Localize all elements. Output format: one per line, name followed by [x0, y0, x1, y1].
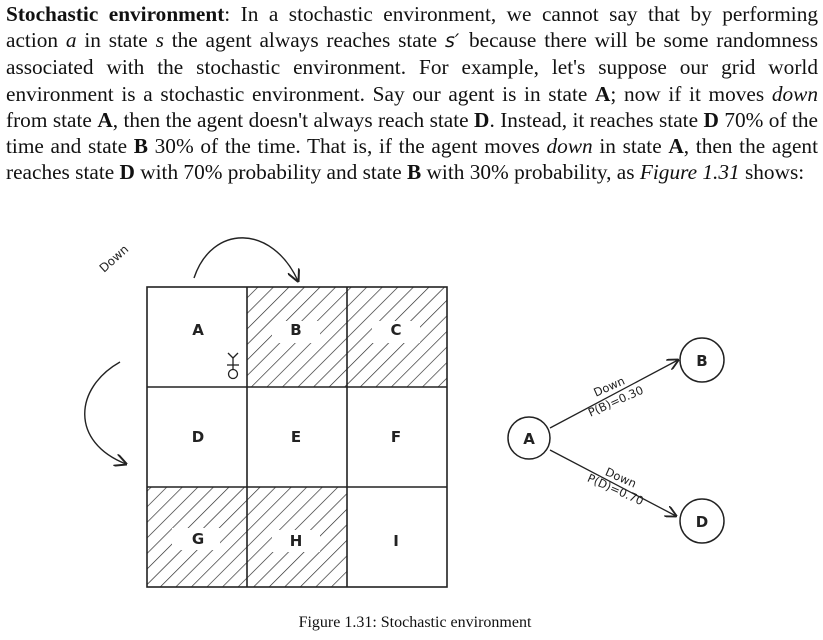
- cell-label-e: E: [291, 428, 301, 446]
- text-run: , then the agent doesn't always reach st…: [112, 107, 475, 132]
- text-run: : In a stochastic environment, we cannot…: [6, 2, 818, 53]
- bold-state: B: [406, 160, 422, 185]
- text-run: . Instead, it reaches state: [489, 107, 704, 132]
- bold-state: D: [119, 160, 135, 185]
- term-bold: Stochastic environment: [6, 2, 225, 26]
- move-arrow-top: [193, 237, 298, 281]
- transition-tree: A B D Down P(B)=0.30 Down P(D)=0.70: [507, 337, 725, 544]
- italic-state: s: [155, 28, 164, 53]
- italic-action: down: [771, 81, 818, 106]
- text-run: 70% of the time and state: [6, 107, 818, 159]
- text-run: ; now if it moves: [610, 81, 772, 106]
- text-run: , then the agent reaches state: [6, 134, 818, 185]
- text-run: shows:: [739, 160, 805, 185]
- cell-label-f: F: [391, 428, 401, 446]
- node-root-label: A: [523, 430, 535, 448]
- text-run: because there will be some randomness as…: [6, 28, 818, 106]
- bold-state: A: [668, 134, 684, 159]
- agent-icon: [227, 352, 239, 380]
- node-root: [507, 416, 551, 460]
- figure-reference: Figure 1.31: [639, 160, 740, 185]
- text-run: with 30% probability, as: [421, 160, 640, 185]
- node-b-label: B: [696, 352, 707, 370]
- text-run: with 70% probability and state: [134, 160, 407, 185]
- bold-state: A: [97, 107, 113, 132]
- node-d-label: D: [696, 513, 708, 531]
- cell-label-g: G: [192, 530, 204, 548]
- edge-to-d: [549, 449, 676, 516]
- bold-state: D: [474, 107, 490, 132]
- node-b: [679, 337, 725, 383]
- italic-action: down: [546, 134, 593, 159]
- text-run: 30% of the time. That is, if the agent m…: [147, 134, 547, 159]
- bold-state: D: [703, 107, 719, 132]
- italic-action: a: [65, 28, 77, 53]
- text-run: in state: [76, 28, 156, 53]
- text-run: in state: [592, 134, 669, 159]
- grid-lines: [146, 286, 448, 588]
- body-paragraph: Stochastic environment: In a stochastic …: [6, 1, 818, 185]
- state-sprime: s′: [444, 30, 460, 53]
- grid-world: A B C D E F G H I: [146, 286, 448, 588]
- cell-label-c: C: [390, 321, 401, 339]
- arrow-label-down: Down: [97, 242, 132, 275]
- cell-label-b: B: [290, 321, 301, 339]
- node-d: [679, 498, 725, 544]
- cell-label-a: A: [192, 321, 204, 339]
- bold-state: B: [133, 134, 148, 159]
- cell-label-i: I: [393, 532, 399, 550]
- text-run: the agent always reaches state: [163, 28, 445, 53]
- move-arrow-left: [84, 361, 126, 464]
- text-run: from state: [6, 107, 98, 132]
- cell-label-d: D: [192, 428, 204, 446]
- edge-to-b: [549, 360, 678, 429]
- bold-state: A: [595, 81, 611, 106]
- cell-label-h: H: [290, 532, 303, 550]
- figure-caption: Figure 1.31: Stochastic environment: [298, 614, 532, 631]
